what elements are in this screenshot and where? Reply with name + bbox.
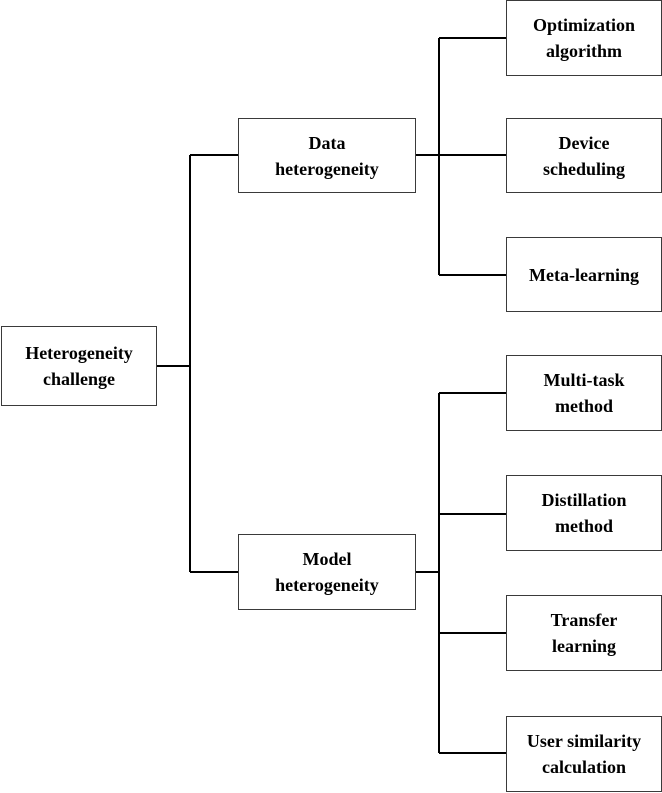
leaf-node-meta-learning: Meta-learning [506,237,662,312]
leaf-label-line1: Multi-task [543,370,625,390]
leaf-label-line2: algorithm [546,41,622,61]
branch-node-model-heterogeneity: Model heterogeneity [238,534,416,610]
branch-label-line2: heterogeneity [275,158,379,179]
branch-label-line1: Data [308,132,346,153]
leaf-label-line1: Transfer [550,610,618,630]
leaf-node-distillation-method: Distillation method [506,475,662,551]
leaf-node-transfer-learning: Transfer learning [506,595,662,671]
branch-label-line1: Model [302,549,352,569]
leaf-label-line2: calculation [542,757,626,777]
leaf-label-line1: Meta-learning [529,264,639,285]
leaf-node-optimization-algorithm: Optimization algorithm [506,0,662,76]
leaf-node-multi-task-method: Multi-task method [506,355,662,431]
leaf-label-line1: Device [558,132,610,153]
leaf-label-line2: method [554,516,613,536]
root-node-heterogeneity-challenge: Heterogeneity challenge [1,326,157,406]
leaf-node-user-similarity-calculation: User similarity calculation [506,716,662,792]
leaf-label-line2: learning [551,636,616,656]
leaf-label-line2: method [555,396,613,416]
leaf-node-device-scheduling: Device scheduling [506,118,662,193]
leaf-label-line1: User similarity [526,731,642,751]
branch-node-data-heterogeneity: Data heterogeneity [238,118,416,193]
root-label-line2: challenge [43,369,115,389]
leaf-label-line1: Distillation [541,490,627,510]
root-label-line1: Heterogeneity [25,343,133,363]
leaf-label-line2: scheduling [542,158,626,179]
branch-label-line2: heterogeneity [275,575,379,595]
leaf-label-line1: Optimization [533,15,635,35]
